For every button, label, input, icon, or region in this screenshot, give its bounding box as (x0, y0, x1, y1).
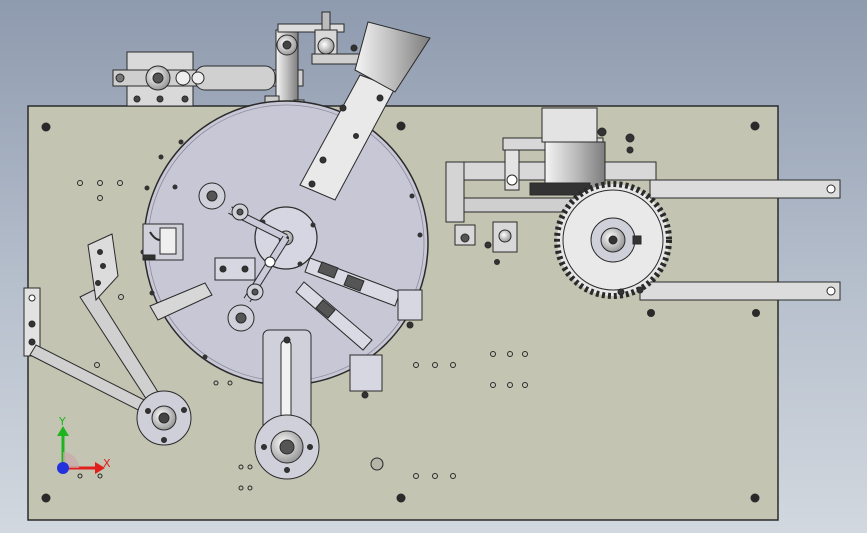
triad-y-arrow (57, 426, 69, 436)
feeder-chute (299, 21, 431, 201)
plate-bolts (41, 121, 760, 503)
radial-stations (295, 257, 423, 399)
disc-flanges (198, 182, 276, 332)
coordinate-triad: Y X (57, 415, 111, 474)
right-gear-assembly (445, 107, 841, 301)
top-left-bracket (112, 51, 304, 107)
lower-center-crank (254, 329, 320, 480)
plate-boss (370, 457, 384, 471)
triad-y-label: Y (58, 415, 66, 428)
left-station (142, 223, 256, 321)
lower-left-linkage (23, 233, 192, 446)
triad-x-arrow (95, 462, 105, 474)
triad-z-axis (57, 462, 69, 474)
triad-x-label: X (103, 457, 111, 470)
